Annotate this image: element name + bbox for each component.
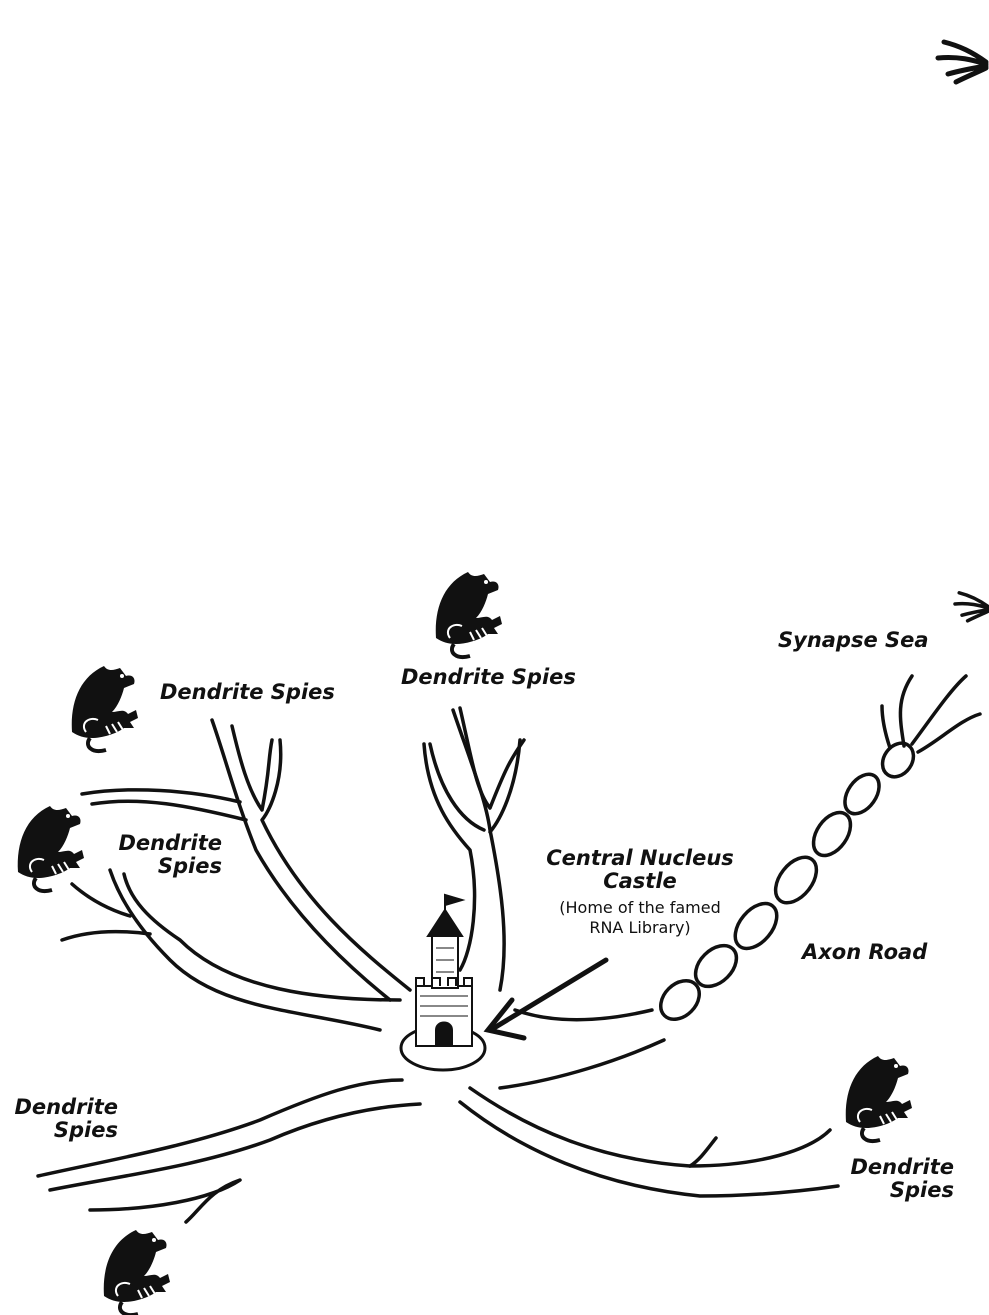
arrow-icon: [488, 960, 606, 1038]
dendrite-spies-line-1: Dendrite: [110, 832, 222, 855]
castle-subtitle: (Home of the famed RNA Library): [520, 898, 760, 938]
dragon-icon: [436, 572, 502, 657]
dendrite-spies-line-2: Spies: [110, 855, 222, 878]
castle-icon: [416, 895, 472, 1046]
dendrite-spies-line-2: Spies: [6, 1119, 118, 1142]
dragon-icon: [72, 666, 138, 751]
castle-subtitle-line-2: RNA Library): [520, 918, 760, 938]
claw-icon: [955, 593, 989, 621]
dendrite-spies-label: Dendrite Spies: [401, 666, 576, 689]
castle-title-line-2: Castle: [520, 870, 760, 893]
dendrite-spies-label: Dendrite Spies: [6, 1096, 118, 1142]
castle-title-line-1: Central Nucleus: [520, 847, 760, 870]
dendrite-spies-line-1: Dendrite: [6, 1096, 118, 1119]
claw-icon: [938, 42, 986, 82]
dendrite-spies-label: Dendrite Spies: [160, 681, 335, 704]
dragon-icon: [18, 806, 84, 891]
dendrite-spies-label: Dendrite Spies: [842, 1156, 954, 1202]
dragon-icon: [104, 1230, 170, 1315]
castle-subtitle-line-1: (Home of the famed: [520, 898, 760, 918]
axon-road-label: Axon Road: [802, 941, 927, 964]
dragon-icon: [846, 1056, 912, 1141]
central-nucleus-castle-label: Central Nucleus Castle: [520, 847, 760, 893]
axon-terminal: [882, 676, 980, 752]
synapse-sea-label: Synapse Sea: [778, 629, 929, 652]
dendrite-spies-label: Dendrite Spies: [110, 832, 222, 878]
dendrite-spies-line-1: Dendrite: [842, 1156, 954, 1179]
dendrite-spies-line-2: Spies: [842, 1179, 954, 1202]
